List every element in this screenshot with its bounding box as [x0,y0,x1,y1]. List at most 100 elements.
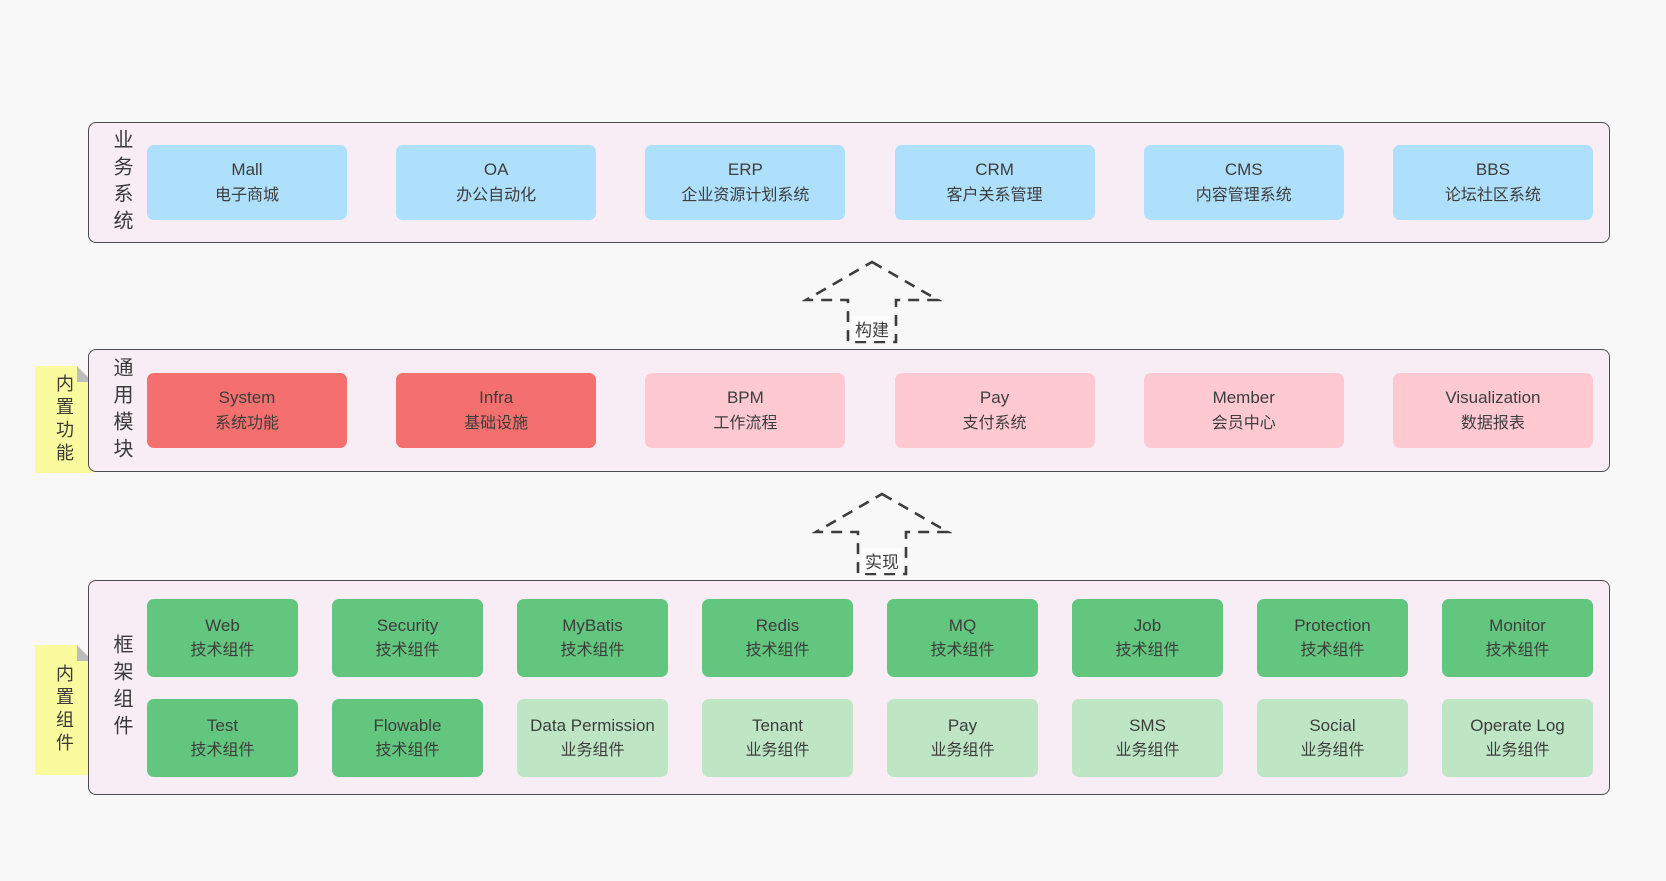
module-box-subtitle: 电子商城 [214,186,279,204]
module-box-subtitle: 会员中心 [1211,414,1276,432]
module-box-subtitle: 论坛社区系统 [1444,186,1541,204]
module-box-subtitle: 技术组件 [745,641,810,659]
module-box-title: SMS [1129,715,1166,735]
module-box-subtitle: 工作流程 [713,414,778,432]
arrow-label-implement: 实现 [862,548,902,573]
module-box: Data Permission 业务组件 [517,698,668,777]
module-box-title: MQ [948,615,977,635]
module-box-subtitle: 办公自动化 [456,186,537,204]
module-box-subtitle: 内容管理系统 [1195,186,1292,204]
up-arrow-icon [812,492,952,576]
box-row: System 系统功能 Infra 基础设施 BPM 工作流程 Pay 支付系统 Member 会… [147,373,1593,448]
module-box-title: CRM [975,159,1014,179]
module-box-title: Protection [1294,615,1371,635]
module-box-subtitle: 业务组件 [1485,741,1550,759]
module-box-title: Pay [979,387,1010,407]
module-box-subtitle: 技术组件 [930,641,995,659]
up-arrow-icon [802,260,942,344]
sticky-label: 内置功能 [54,373,74,466]
module-box-title: Visualization [1445,387,1541,407]
module-box-title: BPM [726,387,764,407]
module-box: BBS 论坛社区系统 [1392,145,1593,220]
module-box-title: Flowable [373,715,442,735]
module-box-title: Infra [479,387,514,407]
module-box-subtitle: 业务组件 [1300,741,1365,759]
dashed-up-arrow-implement: 实现 [812,490,952,578]
band-box-rows: System 系统功能 Infra 基础设施 BPM 工作流程 Pay 支付系统 Member 会… [147,350,1593,471]
module-box: CRM 客户关系管理 [894,145,1095,220]
module-box-title: Data Permission [530,715,655,735]
sticky-label: 内置组件 [54,664,74,756]
band-side-label: 框架组件 [110,633,132,742]
module-box-title: CMS [1224,159,1263,179]
module-box: CMS 内容管理系统 [1143,145,1344,220]
module-box-subtitle: 技术组件 [560,641,625,659]
module-box-subtitle: 基础设施 [464,414,529,432]
sticky-note-built-in-features: 内置功能 [35,366,93,473]
module-box: SMS 业务组件 [1072,698,1223,777]
module-box-title: Web [205,615,240,635]
module-box-title: ERP [727,159,763,179]
module-box: Mall 电子商城 [147,145,347,220]
module-box-title: MyBatis [562,615,623,635]
module-box-title: Pay [947,715,978,735]
module-box: Pay 支付系统 [894,373,1095,448]
module-box-title: Operate Log [1470,715,1565,735]
module-box: Operate Log 业务组件 [1442,698,1593,777]
band-common-modules: 通用模块 System 系统功能 Infra 基础设施 BPM 工作流程 Pay 支付系统 Me… [88,349,1610,472]
band-side-label: 通用模块 [110,356,132,465]
module-box: Visualization 数据报表 [1392,373,1593,448]
module-box-subtitle: 技术组件 [1115,641,1180,659]
module-box: Pay 业务组件 [887,698,1038,777]
module-box: Web 技术组件 [147,598,298,677]
band-side-label: 业务系统 [110,128,132,237]
module-box: Infra 基础设施 [396,373,597,448]
module-box-title: System [218,387,276,407]
module-box-subtitle: 业务组件 [1115,741,1180,759]
module-box-subtitle: 支付系统 [962,414,1027,432]
module-box: System 系统功能 [147,373,347,448]
module-box-subtitle: 业务组件 [745,741,810,759]
module-box: BPM 工作流程 [645,373,846,448]
module-box-subtitle: 客户关系管理 [946,186,1043,204]
module-box: Test 技术组件 [147,698,298,777]
module-box-title: Redis [755,615,800,635]
module-box-title: BBS [1475,159,1510,179]
module-box-subtitle: 数据报表 [1460,414,1525,432]
module-box: MyBatis 技术组件 [517,598,668,677]
module-box-title: Member [1212,387,1275,407]
module-box-subtitle: 技术组件 [375,741,440,759]
dashed-up-arrow-build: 构建 [802,258,942,346]
module-box-subtitle: 业务组件 [930,741,995,759]
module-box-subtitle: 技术组件 [1300,641,1365,659]
module-box-subtitle: 系统功能 [214,414,279,432]
module-box: Security 技术组件 [332,598,483,677]
arrow-label-build: 构建 [852,316,892,341]
module-box: Member 会员中心 [1143,373,1344,448]
module-box: MQ 技术组件 [887,598,1038,677]
module-box-title: Monitor [1489,615,1546,635]
module-box-subtitle: 技术组件 [375,641,440,659]
module-box: Flowable 技术组件 [332,698,483,777]
module-box-title: Security [376,615,439,635]
module-box: Protection 技术组件 [1257,598,1408,677]
module-box: Social 业务组件 [1257,698,1408,777]
module-box-title: Mall [231,159,263,179]
module-box-title: Social [1309,715,1356,735]
module-box-title: Test [206,715,239,735]
module-box-subtitle: 技术组件 [190,741,255,759]
module-box-subtitle: 技术组件 [190,641,255,659]
module-box: Redis 技术组件 [702,598,853,677]
module-box-title: OA [483,159,509,179]
module-box-title: Job [1133,615,1162,635]
module-box-subtitle: 业务组件 [560,741,625,759]
module-box: OA 办公自动化 [396,145,597,220]
